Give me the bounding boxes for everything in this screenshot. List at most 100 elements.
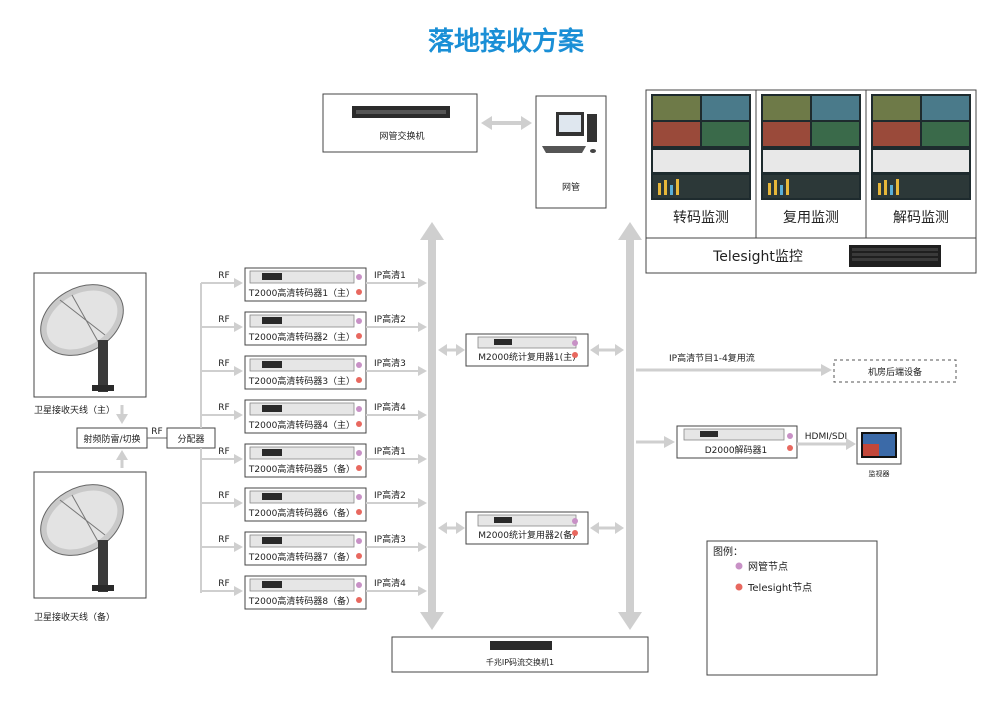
backend-equipment-box [833,359,957,383]
telesight-monitor-block: 转码监测 复用监测 解码监测 Telesight监控 [645,89,977,274]
ip-output-label: IP高清2 [374,313,406,325]
telesight-node-dot [356,597,362,603]
rf-label: RF [218,359,229,369]
mux-backup-node: M2000统计复用器2(备) [465,511,589,545]
nms-node-dot [572,340,578,346]
monitor-panel-label: 转码监测 [673,210,729,226]
telesight-node-dot [356,509,362,515]
ip-stream-link [636,364,832,376]
rf-label: RF [218,315,229,325]
antenna-main-node: 卫星接收天线（主） [33,272,147,416]
ip-stream-label: IP高清节目1-4复用流 [669,352,755,364]
nms-pc-node: 网管 [535,95,607,209]
legend-telesight-dot [735,583,743,591]
nms-node-dot [356,450,362,456]
telesight-node-dot [356,289,362,295]
monitor-panel-label: 复用监测 [783,209,839,226]
telesight-label: Telesight监控 [712,249,803,265]
legend-title: 图例： [713,545,743,558]
nms-node-dot [356,494,362,500]
satellite-dish-icon [40,284,124,392]
rf-label: RF [218,535,229,545]
nms-switch-box [322,93,478,153]
computer-icon [542,112,597,153]
backend-equipment-label: 机房后端设备 [868,366,922,378]
diagram-title: 落地接收方案 [428,26,585,57]
transcoder-label: T2000高清转码器3（主） [248,375,355,387]
transcoder-row: RF T2000高清转码器6（备） IP高清2 [201,487,427,522]
monitor-panel-transcode: 转码监测 [651,94,751,226]
rf-label: RF [218,491,229,501]
nms-pc-label: 网管 [562,181,580,193]
transcoder-row: RF T2000高清转码器7（备） IP高清3 [201,531,427,566]
antenna-arrows [116,405,128,468]
hdmi-label: HDMI/SDI [805,432,847,442]
left-backbone-arrow [420,222,444,630]
transcoder-row: RF T2000高清转码器5（备） IP高清1 [201,443,427,478]
telesight-node-dot [356,465,362,471]
mux-links [445,348,616,530]
switch-icon [490,641,552,650]
transcoder-label: T2000高清转码器4（主） [248,419,355,431]
telesight-node-dot [356,421,362,427]
rack-device-icon [477,336,577,349]
transcoder-label: T2000高清转码器5（备） [248,463,355,475]
splitter-label: 分配器 [177,434,204,445]
rf-label: RF [218,271,229,281]
nms-switch-label: 网管交换机 [379,130,424,142]
nms-node-dot [572,518,578,524]
nms-node-dot [356,318,362,324]
telesight-node-dot [356,377,362,383]
rf-protect-switch-label: 射频防雷/切换 [83,433,140,445]
telesight-node-dot [356,333,362,339]
nms-node-dot [356,362,362,368]
nms-node-dot [356,538,362,544]
ip-output-label: IP高清3 [374,533,406,545]
rf-label: RF [218,447,229,457]
rf-link-label: RF [151,427,162,437]
mux-main-label: M2000统计复用器1(主) [478,351,575,363]
video-monitor-label: 监视器 [869,469,890,478]
ip-output-label: IP高清4 [374,401,406,413]
legend-nms-label: 网管节点 [748,560,788,573]
ip-output-label: IP高清1 [374,445,406,457]
transcoder-label: T2000高清转码器8（备） [248,595,355,607]
transcoder-row: RF T2000高清转码器8（备） IP高清4 [201,575,427,610]
monitor-panel-mux: 复用监测 [761,94,861,226]
legend: 图例： 网管节点 Telesight节点 [706,540,878,676]
nms-switch-node: 网管交换机 [322,93,478,153]
transcoder-label: T2000高清转码器7（备） [248,551,355,563]
antenna-main-label: 卫星接收天线（主） [34,404,115,416]
video-monitor-node: 监视器 [856,427,902,478]
core-switch-node: 千兆IP码流交换机1 [391,636,649,673]
antenna-backup-label: 卫星接收天线（备） [34,611,115,623]
rf-label: RF [218,579,229,589]
telesight-node-dot [356,553,362,559]
monitor-panel-label: 解码监测 [893,210,949,226]
transcoder-label: T2000高清转码器6（备） [248,507,355,519]
ip-output-label: IP高清2 [374,489,406,501]
hdmi-link [797,438,856,450]
ip-output-label: IP高清1 [374,269,406,281]
decoder-node: D2000解码器1 [676,425,798,459]
nms-node-dot [356,274,362,280]
ip-output-label: IP高清4 [374,577,406,589]
transcoder-list: RFT2000高清转码器1（主）IP高清1RFT2000高清转码器2（主）IP高… [201,267,427,610]
telesight-node-dot [787,445,793,451]
legend-box [706,540,878,676]
telesight-node-dot [572,352,578,358]
legend-nms-dot [735,562,743,570]
monitor-panel-decode: 解码监测 [871,94,971,226]
transcoder-label: T2000高清转码器1（主） [248,287,355,299]
transcoder-label: T2000高清转码器2（主） [248,331,355,343]
mux-link-heads [438,344,624,534]
transcoder-row: RF T2000高清转码器2（主） IP高清2 [201,311,427,346]
antenna-backup-node: 卫星接收天线（备） [33,471,147,623]
nms-node-dot [356,582,362,588]
mux-main-node: M2000统计复用器1(主) [465,333,589,367]
rack-device-icon [477,514,577,527]
transcoder-row: RF T2000高清转码器1（主） IP高清1 [201,267,427,302]
